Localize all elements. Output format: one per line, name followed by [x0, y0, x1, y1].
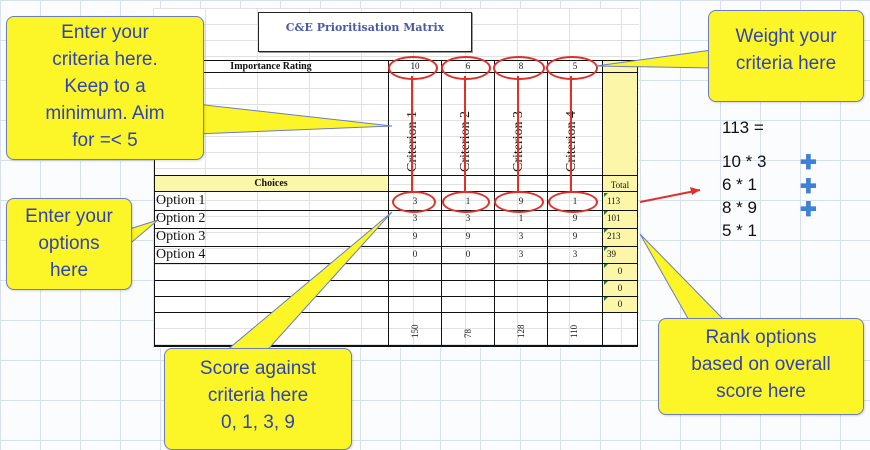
table-line [547, 60, 548, 346]
formula-marker [604, 247, 608, 251]
score-cell[interactable]: 3 [572, 249, 578, 259]
table-line [154, 210, 638, 211]
callout-line: Rank options [705, 327, 817, 348]
total-option-2: 101 [607, 213, 621, 223]
total-header-fill [603, 61, 637, 191]
choices-header-fill [155, 176, 387, 192]
formula-marker [604, 281, 608, 285]
table-line [154, 296, 638, 297]
option-2-name[interactable]: Option 2 [156, 211, 206, 226]
callout-line: Score against [199, 358, 317, 379]
score-callout: Score against criteria here 0, 1, 3, 9 [164, 348, 352, 450]
score-callout-tail [218, 211, 393, 357]
criteria-callout: Enter your criteria here. Keep to a mini… [6, 16, 204, 160]
score-highlight-ring [442, 191, 490, 213]
table-line [154, 175, 638, 176]
table-line [154, 246, 638, 247]
calculation-arrow [639, 189, 701, 203]
total-option-3: 213 [607, 231, 621, 241]
plus-icon: ✚ [800, 199, 817, 221]
choices-label: Choices [254, 178, 288, 189]
table-line [441, 60, 442, 346]
callout-line: based on overall [691, 354, 831, 375]
matrix-title: C&E Prioritisation Matrix [285, 21, 445, 34]
calculation-result: 113 = [722, 118, 764, 137]
formula-marker [604, 211, 608, 215]
callout-line: for =< 5 [72, 130, 138, 151]
callout-line: Enter your [25, 206, 113, 227]
callout-line: criteria here. [52, 49, 158, 70]
total-empty: 0 [617, 266, 623, 276]
options-callout: Enter your options here [6, 198, 132, 290]
calculation-term: 5 * 1 [722, 221, 757, 240]
table-line [154, 191, 638, 192]
matrix-title-box: C&E Prioritisation Matrix [258, 12, 472, 52]
score-cell[interactable]: 3 [518, 231, 524, 241]
score-cell[interactable]: 1 [518, 213, 524, 223]
callout-line: criteria here [207, 385, 309, 406]
score-cell[interactable]: 3 [518, 249, 524, 259]
total-option-4: 39 [607, 249, 616, 259]
table-line [154, 312, 638, 313]
score-highlight-ring [494, 191, 544, 213]
table-line [388, 60, 389, 346]
table-line [154, 228, 638, 229]
importance-rating-label: Importance Rating [230, 61, 312, 72]
rank-callout-tail [639, 233, 728, 323]
table-line [637, 60, 638, 346]
total-empty: 0 [617, 283, 623, 293]
callout-line: Keep to a [64, 76, 146, 97]
total-column-fill [603, 192, 637, 312]
formula-marker [604, 193, 608, 197]
total-label: Total [610, 180, 630, 190]
score-cell[interactable]: 0 [412, 249, 418, 259]
score-cell[interactable]: 9 [412, 231, 418, 241]
weight-callout: Weight your criteria here [708, 10, 864, 102]
option-1-name[interactable]: Option 1 [156, 193, 206, 208]
formula-marker [604, 264, 608, 268]
table-line [154, 345, 638, 347]
callout-line: criteria here [735, 53, 837, 74]
score-highlight-ring [548, 191, 598, 213]
weight-callout-tail [595, 49, 713, 69]
plus-icon: ✚ [800, 176, 817, 198]
calculation-term: 8 * 9 [722, 198, 757, 217]
calculation-arrow-head [690, 187, 700, 195]
score-cell[interactable]: 3 [465, 213, 471, 223]
table-line [154, 60, 155, 346]
calculation-term: 6 * 1 [722, 175, 757, 194]
total-empty: 0 [617, 299, 623, 309]
callout-line: Weight your [735, 26, 837, 47]
option-4-name[interactable]: Option 4 [156, 247, 206, 262]
callout-line: 0, 1, 3, 9 [221, 412, 295, 433]
callout-line: options [38, 233, 100, 254]
score-cell[interactable]: 9 [465, 231, 471, 241]
score-highlight-ring [392, 191, 436, 213]
calculation-term: 10 * 3 [722, 152, 767, 171]
score-cell[interactable]: 3 [412, 213, 418, 223]
callout-line: here [49, 260, 89, 281]
callout-line: minimum. Aim [45, 103, 165, 124]
table-line [154, 280, 638, 281]
formula-marker [604, 229, 608, 233]
score-cell[interactable]: 0 [465, 249, 471, 259]
score-cell[interactable]: 9 [572, 213, 578, 223]
option-3-name[interactable]: Option 3 [156, 229, 206, 244]
plus-icon: ✚ [800, 152, 817, 174]
formula-marker [604, 297, 608, 301]
table-line [154, 263, 638, 264]
total-option-1: 113 [607, 196, 621, 206]
score-cell[interactable]: 9 [572, 231, 578, 241]
callout-line: score here [716, 381, 806, 402]
criteria-callout-tail [195, 103, 393, 135]
callout-line: Enter your [61, 22, 149, 43]
table-line [602, 60, 603, 346]
rank-callout: Rank options based on overall score here [658, 318, 864, 415]
